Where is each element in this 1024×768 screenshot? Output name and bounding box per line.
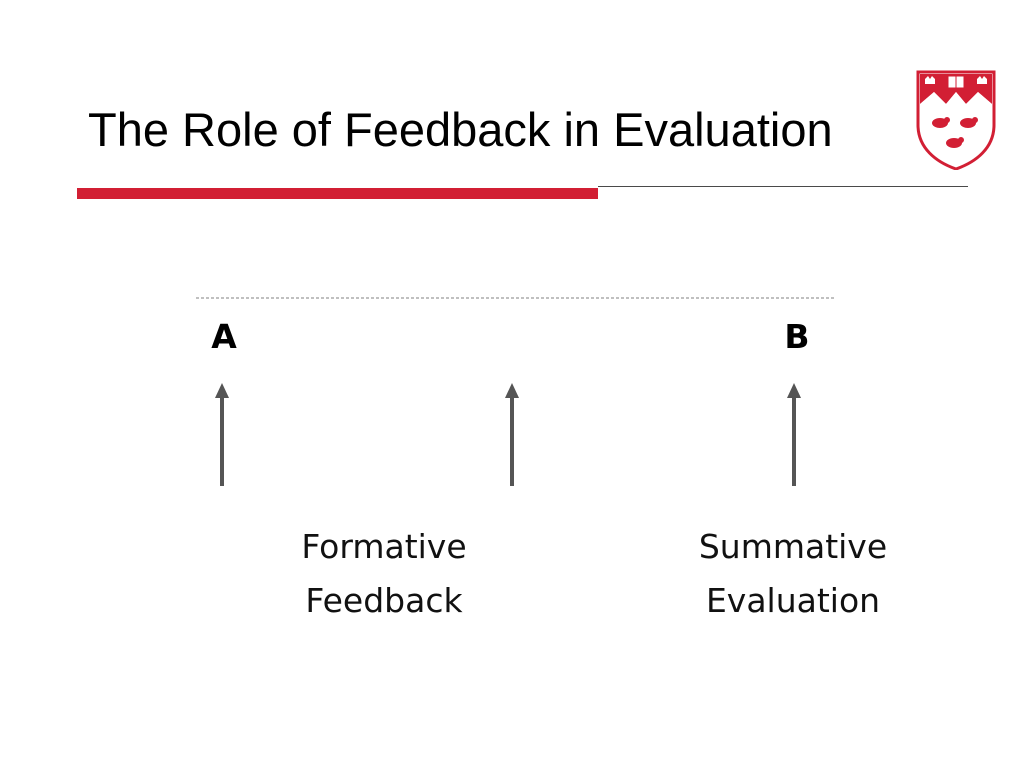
- title-divider-line: [598, 186, 968, 187]
- point-b-label: B: [784, 317, 810, 356]
- formative-line-1: Formative: [301, 527, 467, 566]
- point-a-label: A: [211, 317, 237, 356]
- slide-title: The Role of Feedback in Evaluation: [88, 103, 833, 156]
- arrow-formative: [505, 383, 519, 486]
- title-accent-bar: [77, 188, 598, 199]
- summative-evaluation-caption: Summative Evaluation: [663, 520, 923, 628]
- arrow-a: [215, 383, 229, 486]
- summative-line-2: Evaluation: [705, 581, 881, 620]
- formative-feedback-caption: Formative Feedback: [254, 520, 514, 628]
- arrow-b: [787, 383, 801, 486]
- formative-line-2: Feedback: [305, 581, 463, 620]
- summative-line-1: Summative: [698, 527, 888, 566]
- university-crest-icon: [916, 70, 996, 170]
